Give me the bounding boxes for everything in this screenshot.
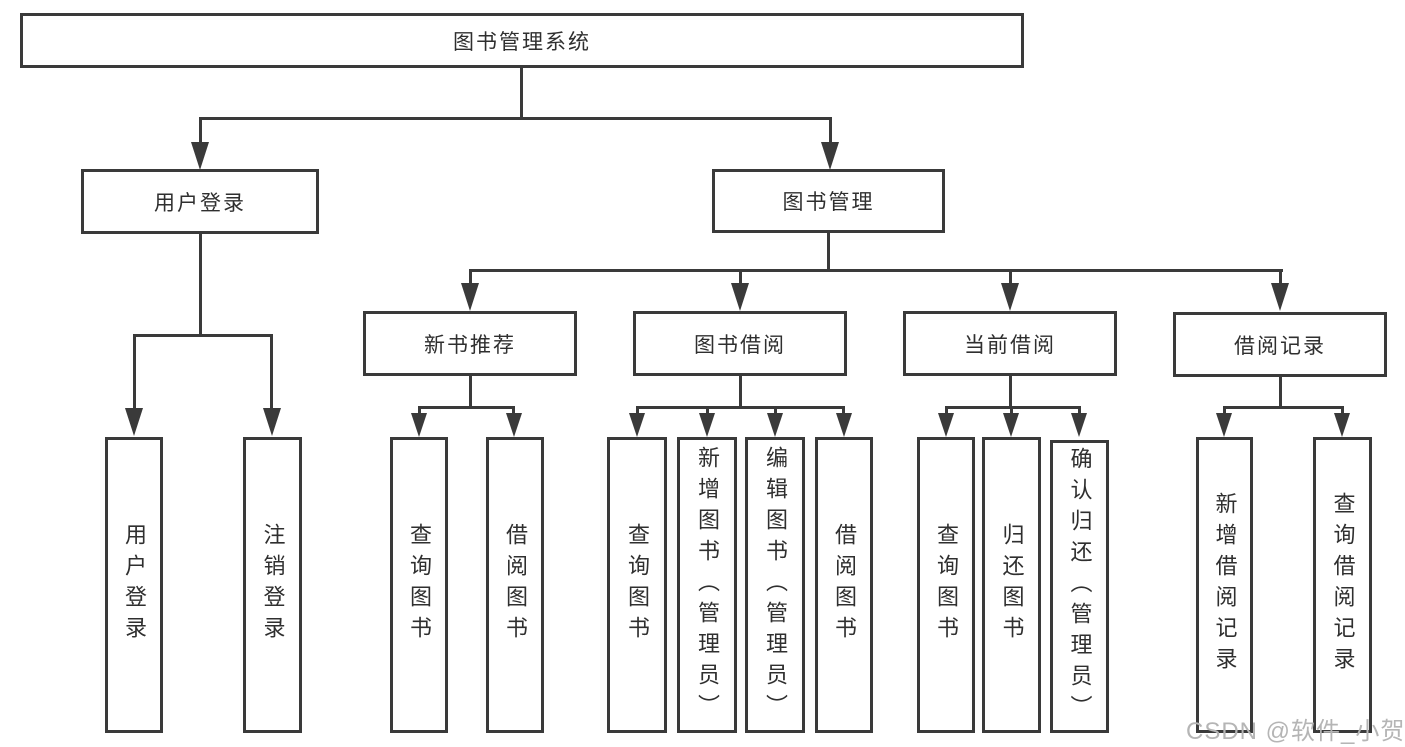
node-user-login: 用户登录 [81, 169, 319, 234]
arrow-down-leaf-user-login [125, 408, 143, 436]
leaf-query-books-2: 查询图书 [607, 437, 667, 733]
leaf-borrow-books-1-label: 借阅图书 [503, 523, 528, 647]
node-new-book-recommend-label: 新书推荐 [424, 333, 516, 357]
arrow-down-book-management [821, 142, 839, 170]
leaf-query-books-1: 查询图书 [390, 437, 448, 733]
connector-userlogin-stub-1 [133, 334, 136, 410]
leaf-return-book: 归还图书 [982, 437, 1041, 733]
connector-l2-stub-right [829, 117, 832, 144]
connector-l2-rail [199, 117, 832, 120]
leaf-add-book-admin: 新增图书（管理员） [677, 437, 737, 733]
connector-current-stub-3 [1078, 406, 1081, 416]
node-book-borrow: 图书借阅 [633, 311, 847, 376]
connector-current-stub-1 [945, 406, 948, 416]
arrow-down-add-book [699, 413, 715, 437]
arrow-down-return-book [1003, 413, 1019, 437]
arrow-down-leaf-logout [263, 408, 281, 436]
leaf-query-borrow-record-label: 查询借阅记录 [1330, 492, 1356, 678]
leaf-add-book-admin-label: 新增图书（管理员） [695, 445, 720, 725]
leaf-return-book-label: 归还图书 [999, 523, 1025, 647]
arrow-down-query-books-3 [938, 413, 954, 437]
leaf-query-books-1-label: 查询图书 [407, 523, 432, 647]
leaf-user-login-label: 用户登录 [122, 523, 147, 647]
csdn-watermark: CSDN @软件_小贺同学 [1186, 711, 1405, 746]
leaf-confirm-return-admin: 确认归还（管理员） [1050, 440, 1109, 733]
arrow-down-edit-book [767, 413, 783, 437]
arrow-down-current-borrow [1001, 283, 1019, 311]
connector-current-stem [1009, 376, 1012, 409]
node-book-management: 图书管理 [712, 169, 945, 233]
leaf-query-borrow-record: 查询借阅记录 [1313, 437, 1372, 733]
connector-borrow-rail [636, 406, 845, 409]
leaf-user-login: 用户登录 [105, 437, 163, 733]
connector-borrow-stub-3 [774, 406, 777, 416]
arrow-down-book-borrow [731, 283, 749, 311]
connector-records-stub-1 [1223, 406, 1226, 416]
connector-l3-stub-3 [1009, 269, 1012, 285]
connector-recommend-stem [469, 376, 472, 409]
node-borrow-records-label: 借阅记录 [1234, 334, 1326, 358]
connector-l3-stub-1 [469, 269, 472, 285]
arrow-down-user-login [191, 142, 209, 170]
arrow-down-confirm-return [1071, 413, 1087, 437]
arrow-down-query-borrow-record [1334, 413, 1350, 437]
connector-l2-stub-left [199, 117, 202, 144]
connector-current-rail [945, 406, 1081, 409]
connector-records-stub-2 [1341, 406, 1344, 416]
connector-borrow-stem [739, 376, 742, 409]
node-book-borrow-label: 图书借阅 [694, 333, 786, 357]
leaf-borrow-books-2-label: 借阅图书 [832, 523, 857, 647]
connector-borrow-stub-1 [636, 406, 639, 416]
arrow-down-query-books-2 [629, 413, 645, 437]
arrow-down-borrow-books-2 [836, 413, 852, 437]
leaf-query-books-3-label: 查询图书 [934, 523, 959, 647]
connector-userlogin-stem [199, 234, 202, 336]
connector-l3-rail [469, 269, 1283, 272]
connector-records-stem [1279, 377, 1282, 409]
leaf-query-books-2-label: 查询图书 [625, 523, 650, 647]
node-borrow-records: 借阅记录 [1173, 312, 1387, 377]
node-user-login-label: 用户登录 [154, 191, 246, 215]
leaf-borrow-books-2: 借阅图书 [815, 437, 873, 733]
node-library-system-label: 图书管理系统 [453, 30, 591, 54]
leaf-logout-label: 注销登录 [260, 523, 286, 647]
node-current-borrow: 当前借阅 [903, 311, 1117, 376]
connector-recommend-rail [418, 406, 515, 409]
csdn-watermark-text: CSDN @软件_小贺同学 [1186, 718, 1405, 745]
leaf-add-borrow-record: 新增借阅记录 [1196, 437, 1253, 733]
leaf-edit-book-admin-label: 编辑图书（管理员） [763, 445, 788, 725]
connector-root-stem [520, 68, 523, 119]
connector-l3-stub-4 [1279, 269, 1282, 285]
connector-bookmgmt-stem [827, 233, 830, 271]
leaf-logout: 注销登录 [243, 437, 302, 733]
arrow-down-new-book-recommend [461, 283, 479, 311]
connector-borrow-stub-4 [842, 406, 845, 416]
connector-current-stub-2 [1010, 406, 1013, 416]
arrow-down-borrow-books-1 [506, 413, 522, 437]
connector-recommend-stub-2 [512, 406, 515, 416]
leaf-query-books-3: 查询图书 [917, 437, 975, 733]
node-book-management-label: 图书管理 [782, 191, 875, 214]
connector-l3-stub-2 [739, 269, 742, 285]
leaf-add-borrow-record-label: 新增借阅记录 [1212, 492, 1238, 678]
arrow-down-query-books-1 [411, 413, 427, 437]
node-new-book-recommend: 新书推荐 [363, 311, 577, 376]
connector-borrow-stub-2 [706, 406, 709, 416]
node-library-system: 图书管理系统 [20, 13, 1024, 68]
leaf-borrow-books-1: 借阅图书 [486, 437, 544, 733]
leaf-confirm-return-admin-label: 确认归还（管理员） [1067, 447, 1093, 726]
connector-recommend-stub-1 [418, 406, 421, 416]
connector-userlogin-rail [133, 334, 273, 337]
leaf-edit-book-admin: 编辑图书（管理员） [745, 437, 805, 733]
connector-userlogin-stub-2 [270, 334, 273, 410]
arrow-down-add-borrow-record [1216, 413, 1232, 437]
arrow-down-borrow-records [1271, 283, 1289, 311]
node-current-borrow-label: 当前借阅 [964, 333, 1056, 357]
connector-records-rail [1223, 406, 1344, 409]
